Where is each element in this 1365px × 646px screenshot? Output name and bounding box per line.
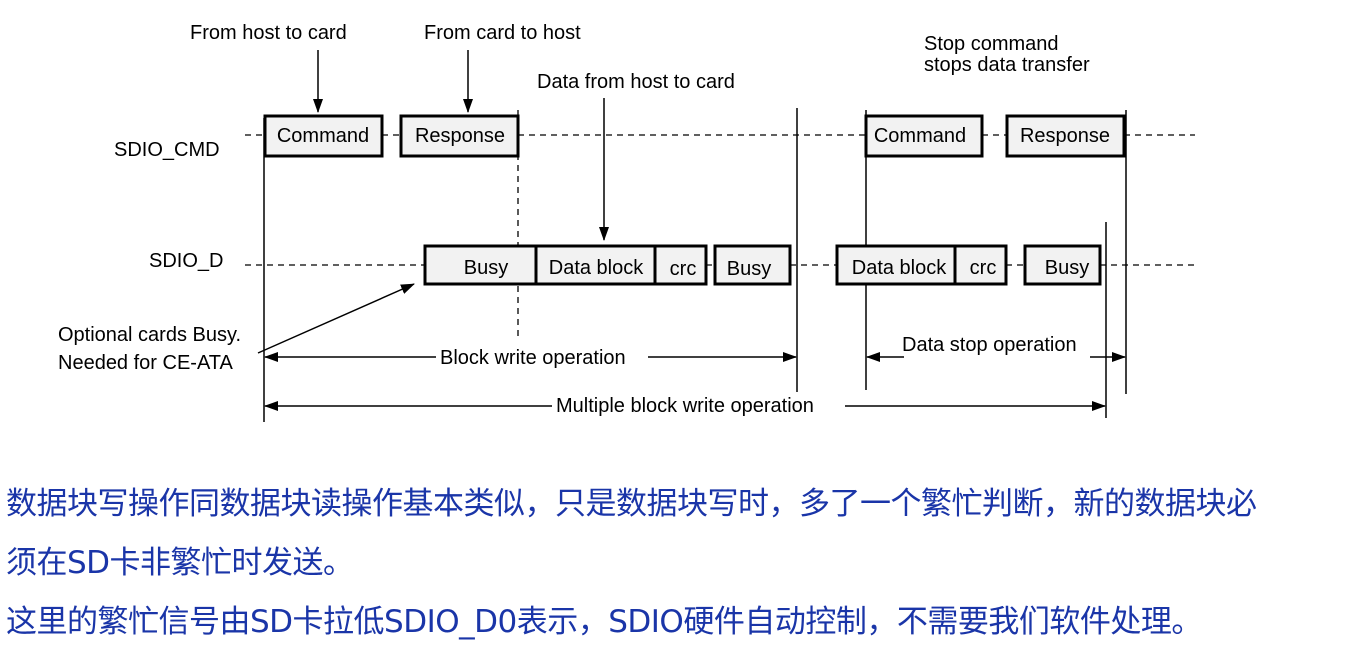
label-data-from-host-to-card: Data from host to card [537,71,735,93]
data-box-busy-2-label: Busy [727,258,771,280]
data-box-crc-2-label: crc [970,257,997,279]
arrow-optional-busy [257,283,415,354]
cmd-box-response-1-label: Response [415,125,505,147]
cmd-box-command-2: Command [864,114,984,158]
label-stop-command-line2: stops data transfer [924,54,1090,76]
data-box-busy-1-label: Busy [464,257,508,279]
data-box-busy-3-label: Busy [1045,257,1089,279]
label-from-host-to-card: From host to card [190,22,347,44]
label-data-stop-operation: Data stop operation [902,334,1077,356]
label-optional-busy-line1: Optional cards Busy. [58,324,241,346]
data-box-data-block-2-label: Data block [852,257,947,279]
data-box-busy-3: Busy [1023,244,1102,286]
signal-sdio-d: SDIO_D [149,250,223,272]
cmd-box-response-2: Response [1005,114,1126,158]
paragraph-line-3: 这里的繁忙信号由SD卡拉低SDIO_D0表示，SDIO硬件自动控制，不需要我们软… [6,604,1202,640]
data-box-crc-2: crc [953,244,1008,286]
cmd-box-command-2-label: Command [874,125,966,147]
sdio-timing-diagram: From host to card From card to host Data… [58,22,1195,422]
label-multiple-block-write-operation: Multiple block write operation [556,395,814,417]
label-block-write-operation: Block write operation [440,347,626,369]
label-stop-command-line1: Stop command [924,33,1059,55]
cmd-box-command-1: Command [263,114,384,158]
data-box-data-block-1: Data block [534,244,657,286]
cmd-box-response-2-label: Response [1020,125,1110,147]
data-box-busy-1: Busy [423,244,538,286]
cmd-box-command-1-label: Command [277,125,369,147]
label-optional-busy-line2: Needed for CE-ATA [58,352,234,374]
data-box-crc-1: crc [653,244,708,286]
signal-sdio-cmd: SDIO_CMD [114,139,220,161]
data-box-data-block-1-label: Data block [549,257,644,279]
cmd-box-response-1: Response [399,114,520,158]
label-from-card-to-host: From card to host [424,22,581,44]
data-box-crc-1-label: crc [670,258,697,280]
paragraph-line-2: 须在SD卡非繁忙时发送。 [6,545,354,581]
data-box-data-block-2: Data block [835,244,957,286]
data-box-busy-2: Busy [713,244,792,286]
paragraph-line-1: 数据块写操作同数据块读操作基本类似，只是数据块写时，多了一个繁忙判断，新的数据块… [6,486,1257,522]
